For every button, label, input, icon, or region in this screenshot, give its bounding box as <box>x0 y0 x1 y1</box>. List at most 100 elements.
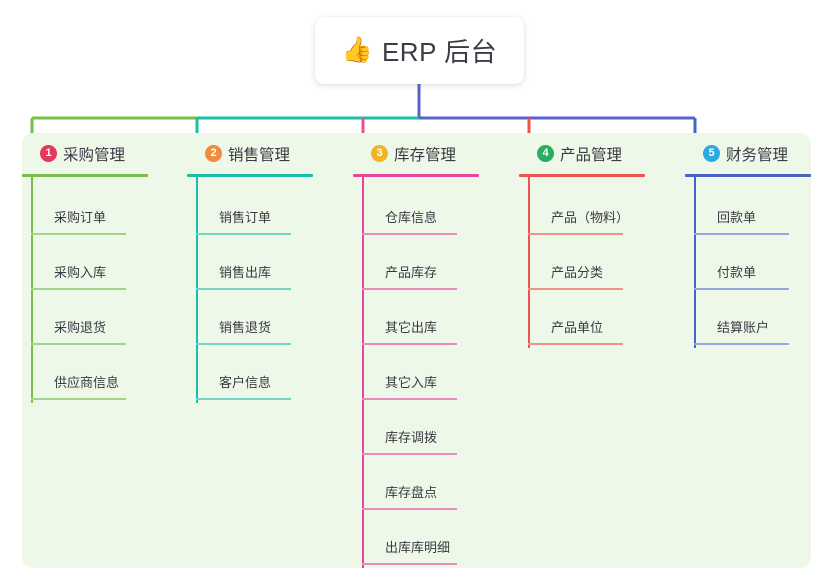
leaf-underline <box>196 288 291 290</box>
leaf-label: 其它入库 <box>385 375 438 390</box>
branch-leaf-list: 回款单付款单结算账户 <box>685 174 839 345</box>
branch-title: 销售管理 <box>228 146 291 164</box>
leaf-node[interactable]: 仓库信息 <box>353 180 518 235</box>
branch-title: 采购管理 <box>63 146 126 164</box>
branch-title: 产品管理 <box>560 146 623 164</box>
branch-header[interactable]: 3 库存管理 <box>353 133 518 174</box>
leaf-label: 产品单位 <box>551 320 604 335</box>
leaf-underline <box>362 508 457 510</box>
leaf-label: 采购退货 <box>54 320 107 335</box>
branch-title: 财务管理 <box>726 146 789 164</box>
leaf-underline <box>528 233 623 235</box>
leaf-node[interactable]: 回款单 <box>685 180 839 235</box>
leaf-label: 采购订单 <box>54 210 107 225</box>
leaf-underline <box>362 398 457 400</box>
leaf-underline <box>694 288 789 290</box>
leaf-node[interactable]: 产品（物料） <box>519 180 684 235</box>
leaf-node[interactable]: 产品分类 <box>519 235 684 290</box>
branch-leaf-list: 销售订单销售出库销售退货客户信息 <box>187 174 352 400</box>
leaf-node[interactable]: 付款单 <box>685 235 839 290</box>
leaf-underline <box>694 343 789 345</box>
leaf-label: 产品库存 <box>385 265 438 280</box>
leaf-label: 销售出库 <box>219 265 272 280</box>
branch-column: 2 销售管理销售订单销售出库销售退货客户信息 <box>187 133 352 403</box>
leaf-underline <box>196 233 291 235</box>
leaf-node[interactable]: 其它入库 <box>353 345 518 400</box>
leaf-label: 库存盘点 <box>385 485 438 500</box>
leaf-node[interactable]: 客户信息 <box>187 345 352 400</box>
branch-spine <box>528 177 530 348</box>
leaf-label: 库存调拨 <box>385 430 438 445</box>
leaf-node[interactable]: 库存调拨 <box>353 400 518 455</box>
branch-underline <box>353 174 479 177</box>
leaf-label: 产品分类 <box>551 265 604 280</box>
leaf-underline <box>31 288 126 290</box>
thumbs-up-icon: 👍 <box>341 36 373 64</box>
leaf-node[interactable]: 采购订单 <box>22 180 187 235</box>
leaf-label: 付款单 <box>717 265 757 280</box>
branch-column: 1 采购管理采购订单采购入库采购退货供应商信息 <box>22 133 187 403</box>
leaf-underline <box>362 343 457 345</box>
leaf-node[interactable]: 采购入库 <box>22 235 187 290</box>
leaf-underline <box>31 398 126 400</box>
leaf-node[interactable]: 产品单位 <box>519 290 684 345</box>
leaf-node[interactable]: 出库库明细 <box>353 510 518 565</box>
branch-header[interactable]: 2 销售管理 <box>187 133 352 174</box>
branch-index-badge: 4 <box>537 145 554 162</box>
leaf-label: 仓库信息 <box>385 210 438 225</box>
leaf-label: 出库库明细 <box>385 540 451 555</box>
leaf-underline <box>196 343 291 345</box>
branch-spine <box>196 177 198 403</box>
leaf-underline <box>31 233 126 235</box>
leaf-label: 其它出库 <box>385 320 438 335</box>
leaf-node[interactable]: 采购退货 <box>22 290 187 345</box>
branch-header[interactable]: 4 产品管理 <box>519 133 684 174</box>
branch-title: 库存管理 <box>394 146 457 164</box>
leaf-label: 客户信息 <box>219 375 272 390</box>
leaf-node[interactable]: 销售订单 <box>187 180 352 235</box>
leaf-underline <box>31 343 126 345</box>
branch-underline <box>22 174 148 177</box>
branch-index-badge: 2 <box>205 145 222 162</box>
leaf-label: 销售订单 <box>219 210 272 225</box>
leaf-node[interactable]: 供应商信息 <box>22 345 187 400</box>
leaf-node[interactable]: 销售出库 <box>187 235 352 290</box>
branch-underline <box>187 174 313 177</box>
leaf-underline <box>362 288 457 290</box>
branch-spine <box>362 177 364 568</box>
leaf-underline <box>694 233 789 235</box>
leaf-label: 供应商信息 <box>54 375 120 390</box>
branch-header[interactable]: 1 采购管理 <box>22 133 187 174</box>
branch-spine <box>694 177 696 348</box>
leaf-node[interactable]: 库存盘点 <box>353 455 518 510</box>
leaf-label: 产品（物料） <box>551 210 630 225</box>
root-title: ERP 后台 <box>381 37 498 67</box>
root-node-card[interactable]: 👍 ERP 后台 <box>315 17 524 84</box>
leaf-node[interactable]: 其它出库 <box>353 290 518 345</box>
branch-column: 4 产品管理产品（物料） 产品分类产品单位 <box>519 133 684 348</box>
leaf-underline <box>362 563 457 565</box>
branch-index-badge: 3 <box>371 145 388 162</box>
branch-leaf-list: 产品（物料） 产品分类产品单位 <box>519 174 684 345</box>
branch-spine <box>31 177 33 403</box>
branch-column: 3 库存管理仓库信息产品库存其它出库其它入库库存调拨库存盘点出库库明细 <box>353 133 518 568</box>
leaf-underline <box>362 453 457 455</box>
leaf-label: 销售退货 <box>219 320 272 335</box>
branch-underline <box>685 174 811 177</box>
branch-leaf-list: 采购订单采购入库采购退货供应商信息 <box>22 174 187 400</box>
leaf-underline <box>528 288 623 290</box>
leaf-underline <box>362 233 457 235</box>
leaf-node[interactable]: 销售退货 <box>187 290 352 345</box>
diagram-panel <box>22 133 811 568</box>
leaf-underline <box>196 398 291 400</box>
leaf-label: 采购入库 <box>54 265 107 280</box>
branch-leaf-list: 仓库信息产品库存其它出库其它入库库存调拨库存盘点出库库明细 <box>353 174 518 565</box>
branch-index-badge: 1 <box>40 145 57 162</box>
leaf-label: 结算账户 <box>717 320 770 335</box>
leaf-node[interactable]: 产品库存 <box>353 235 518 290</box>
leaf-node[interactable]: 结算账户 <box>685 290 839 345</box>
branch-columns: 1 采购管理采购订单采购入库采购退货供应商信息 2 销售管理销售订单销售出库销售退货客… <box>22 133 811 568</box>
